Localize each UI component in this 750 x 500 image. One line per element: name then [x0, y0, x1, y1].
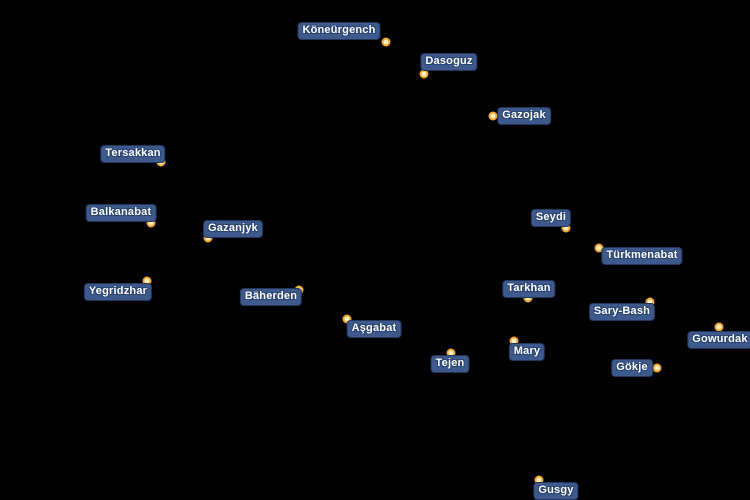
- city-label: Gazojak: [497, 107, 551, 125]
- city-label: Dasoguz: [420, 53, 478, 71]
- city-label: Türkmenabat: [601, 247, 683, 265]
- city-label: Aşgabat: [346, 320, 402, 338]
- city-label: Balkanabat: [85, 204, 157, 222]
- city-marker[interactable]: [488, 111, 498, 121]
- city-label: Gowurdak: [687, 331, 750, 349]
- city-label: Tejen: [430, 355, 470, 373]
- city-label: Mary: [508, 343, 546, 361]
- city-label: Gazanjyk: [203, 220, 263, 238]
- city-marker[interactable]: [652, 363, 662, 373]
- city-label: Tersakkan: [100, 145, 166, 163]
- city-label: Tarkhan: [502, 280, 556, 298]
- city-label: Bäherden: [239, 288, 303, 306]
- city-label: Seydi: [530, 209, 572, 227]
- city-label: Gusgy: [533, 482, 579, 500]
- city-marker[interactable]: [714, 322, 724, 332]
- city-label: Yegridzhar: [83, 283, 153, 301]
- city-label: Köneürgench: [297, 22, 381, 40]
- city-label: Sary-Bash: [588, 303, 656, 321]
- city-label: Gökje: [611, 359, 653, 377]
- city-marker[interactable]: [381, 37, 391, 47]
